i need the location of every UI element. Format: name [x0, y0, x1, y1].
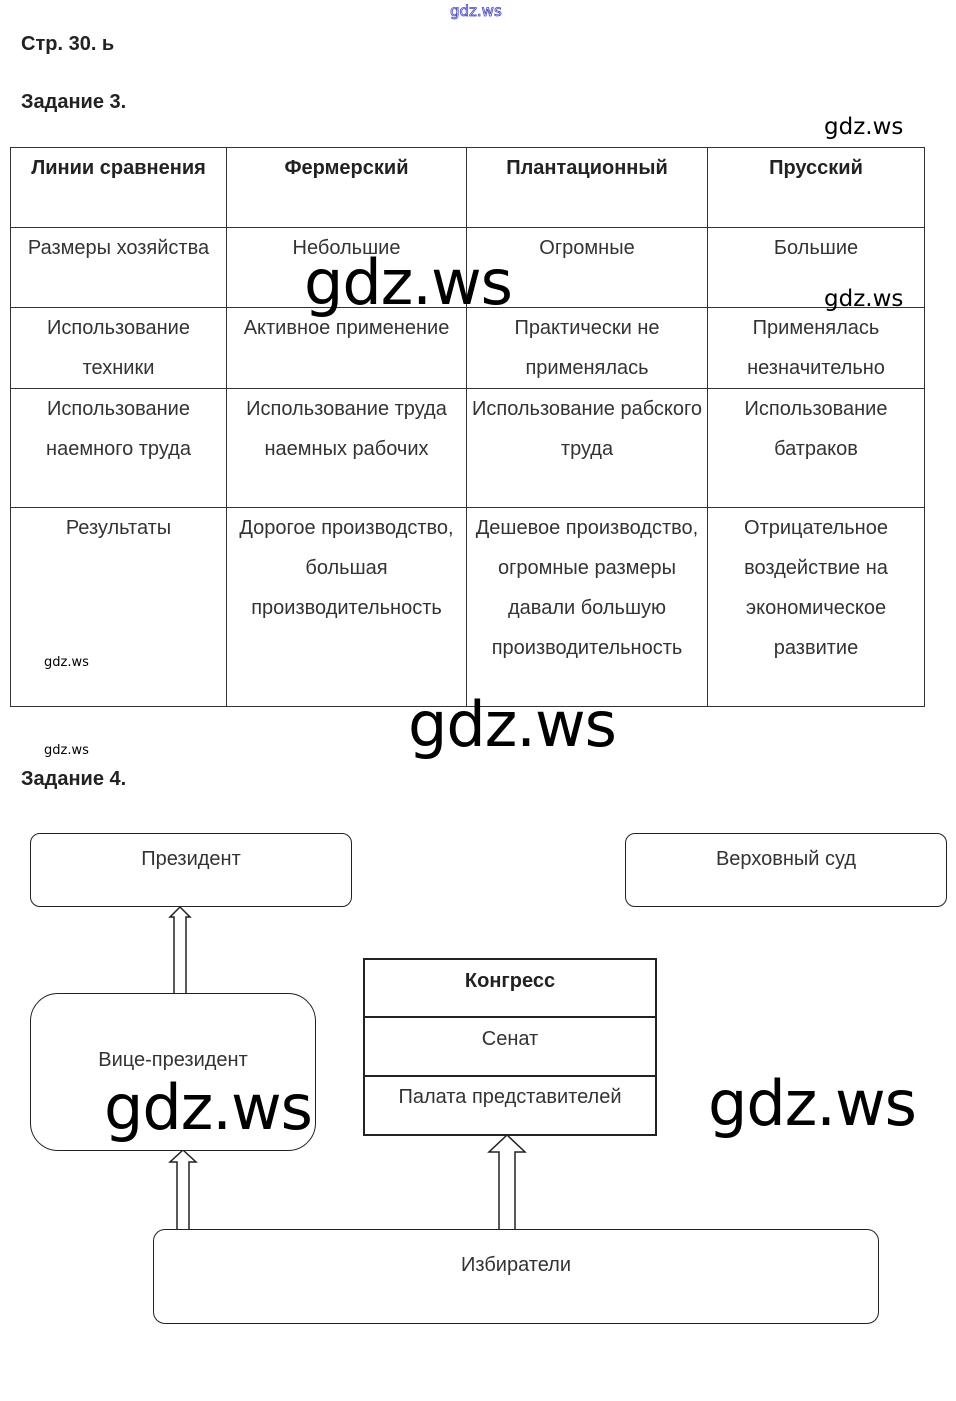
table-cell: Активное применение	[226, 307, 467, 389]
table-cell: Применялась незначительно	[707, 307, 925, 389]
watermark: gdz.ws	[824, 114, 904, 140]
table-cell: Практически не применялась	[466, 307, 708, 389]
table-row: Использование техники Активное применени…	[10, 307, 925, 389]
watermark: gdz.ws	[44, 655, 89, 670]
vice-president-label: Вице-президент	[98, 1049, 248, 1071]
page-heading: Стр. 30. ь	[21, 33, 115, 55]
table-cell: Использование техники	[10, 307, 227, 389]
watermark: gdz.ws	[450, 2, 503, 21]
table-cell: Использование труда наемных рабочих	[226, 388, 467, 508]
table-cell: Использование наемного труда	[10, 388, 227, 508]
president-box: Президент	[30, 833, 352, 907]
table-cell: Использование батраков	[707, 388, 925, 508]
house-label: Палата представителей	[398, 1086, 622, 1108]
task4-heading: Задание 4.	[21, 768, 127, 790]
table-cell: Размеры хозяйства	[10, 227, 227, 308]
watermark: gdz.ws	[708, 1067, 917, 1140]
table-cell: Дорогое производство, большая производит…	[226, 507, 467, 707]
watermark: gdz.ws	[824, 286, 904, 312]
comparison-table: Линии сравнения Фермерский Плантационный…	[10, 147, 925, 707]
header-cell: Прусский	[707, 147, 925, 228]
table-cell: Дешевое производство, огромные размеры д…	[466, 507, 708, 707]
watermark: gdz.ws	[408, 688, 617, 761]
senate-label: Сенат	[365, 1018, 655, 1077]
table-row: Использование наемного труда Использован…	[10, 388, 925, 508]
table-cell: Отрицательное воздействие на экономическ…	[707, 507, 925, 707]
watermark: gdz.ws	[44, 743, 89, 758]
voters-label: Избиратели	[461, 1254, 571, 1276]
watermark: gdz.ws	[304, 246, 513, 319]
header-cell: Плантационный	[466, 147, 708, 228]
arrow-voters-to-vp	[168, 1148, 198, 1229]
congress-label: Конгресс	[365, 960, 655, 1018]
table-cell: Результаты	[10, 507, 227, 707]
header-cell: Линии сравнения	[10, 147, 227, 228]
voters-box: Избиратели	[153, 1229, 879, 1324]
supreme-court-label: Верховный суд	[715, 848, 857, 870]
arrow-vp-to-president	[168, 905, 192, 993]
congress-box: Конгресс Сенат Палата представителей	[363, 958, 657, 1136]
watermark: gdz.ws	[104, 1071, 313, 1144]
arrow-voters-to-congress	[487, 1133, 527, 1229]
table-row: Результаты Дорогое производство, большая…	[10, 507, 925, 707]
table-cell: Использование рабского труда	[466, 388, 708, 508]
task3-heading: Задание 3.	[21, 91, 127, 113]
vice-president-box: Вице-президент	[30, 993, 316, 1151]
president-label: Президент	[141, 848, 241, 870]
supreme-court-box: Верховный суд	[625, 833, 947, 907]
table-cell: Большие	[707, 227, 925, 308]
